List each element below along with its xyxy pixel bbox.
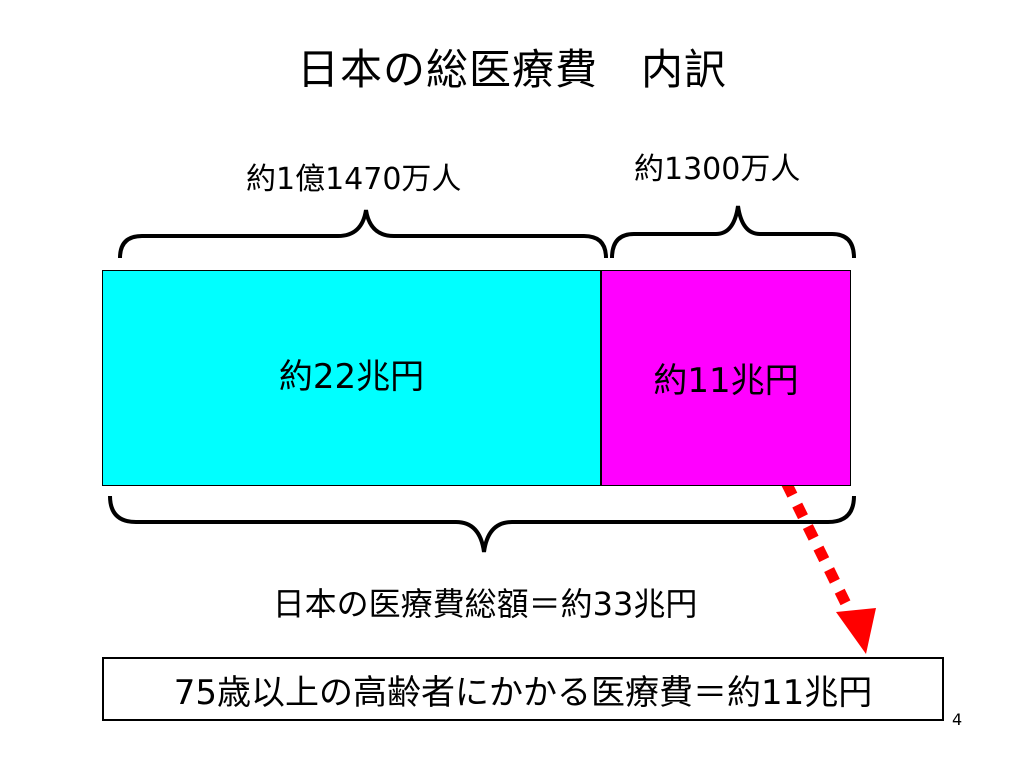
summary-label: 75歳以上の高齢者にかかる医療費＝約11兆円 — [173, 672, 873, 713]
right-group-label: 約1300万人 — [634, 152, 801, 187]
bottom-brace — [108, 495, 856, 553]
right-top-brace — [610, 205, 856, 259]
left-amount-box: 約22兆円 — [102, 270, 601, 486]
summary-box: 75歳以上の高齢者にかかる医療費＝約11兆円 — [102, 657, 944, 721]
left-group-label: 約1億1470万人 — [246, 162, 462, 197]
arrow-head — [836, 608, 876, 654]
left-top-brace — [118, 209, 608, 259]
page-number: 4 — [952, 710, 963, 729]
right-amount-box: 約11兆円 — [601, 270, 851, 486]
dashed-arrow-line — [771, 459, 857, 619]
total-label: 日本の医療費総額＝約33兆円 — [272, 585, 698, 623]
left-amount-label: 約22兆円 — [278, 356, 425, 397]
slide-title: 日本の総医療費 内訳 — [296, 45, 727, 94]
right-amount-label: 約11兆円 — [653, 361, 799, 401]
